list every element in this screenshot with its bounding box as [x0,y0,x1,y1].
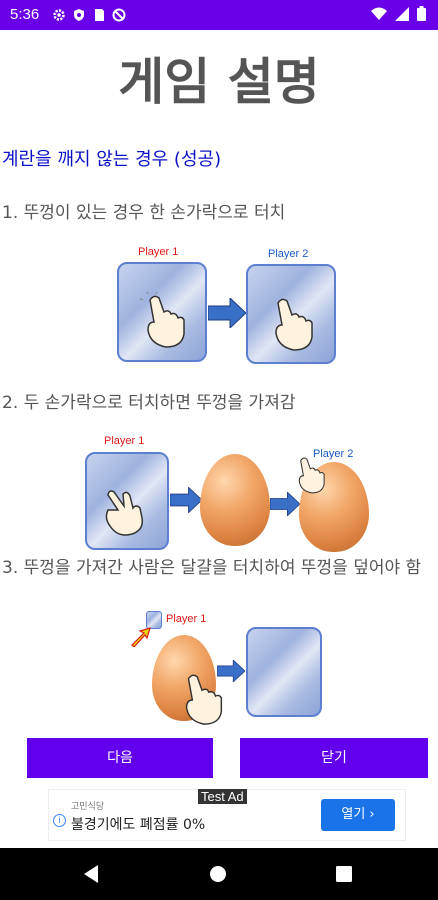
right-arrow-icon [208,298,246,328]
ad-headline: 불경기에도 폐점률 0% [71,817,206,833]
navigation-bar [0,848,438,900]
no-disturb-icon [112,7,126,22]
player1-label: Player 1 [104,435,145,447]
step-2-text: 2. 두 손가락으로 터치하면 뚜껑을 가져감 [2,393,296,413]
home-icon[interactable] [209,865,227,883]
right-arrow-icon [217,660,245,682]
illustration-step-3: Player 1 [0,605,438,730]
egg-image [200,454,270,546]
illustration-step-1: Player 1 Player 2 [0,240,438,370]
ad-banner[interactable]: Test Ad 고민식당 i 불경기에도 폐점률 0% 열기 › [48,789,406,841]
step-3-text: 3. 뚜껑을 가져간 사람은 달걀을 터치하여 뚜껑을 덮어야 함 [2,558,422,578]
finger-tap-icon [275,298,313,351]
test-ad-badge: Test Ad [198,789,247,804]
wifi-icon [371,6,387,25]
status-bar: 5:36 [0,0,438,30]
diagonal-arrow-icon [131,627,151,647]
player2-label: Player 2 [268,248,309,260]
step-1-text: 1. 뚜껑이 있는 경우 한 손가락으로 터치 [2,203,286,223]
battery-icon [417,6,426,25]
illustration-step-2: Player 1 Player 2 [0,430,438,555]
player1-label: Player 1 [138,246,179,258]
finger-tap-icon [140,292,185,348]
player2-label: Player 2 [313,448,354,460]
glass-lid-image [246,627,322,717]
recents-icon[interactable] [336,866,352,882]
finger-tap-icon [185,674,223,725]
small-lid-image [146,611,162,629]
status-icons-left [52,7,126,22]
shield-icon [72,7,86,21]
ad-open-button[interactable]: 열기 › [321,799,395,831]
player1-label: Player 1 [166,613,207,625]
info-icon[interactable]: i [53,814,66,827]
sd-card-icon [92,7,106,21]
finger-tap-icon [298,457,325,494]
ad-advertiser: 고민식당 [71,802,105,812]
gear-icon [52,7,66,21]
signal-icon [395,6,409,25]
page-title: 게임 설명 [118,53,320,111]
status-time: 5:36 [10,6,40,23]
status-icons-right [371,6,426,25]
close-button[interactable]: 닫기 [240,738,428,778]
back-icon[interactable] [82,864,100,884]
next-button[interactable]: 다음 [27,738,213,778]
section-heading: 계란을 깨지 않는 경우 (성공) [2,149,222,170]
two-finger-tap-icon [105,490,144,536]
right-arrow-icon [170,487,202,513]
right-arrow-icon [270,492,300,516]
